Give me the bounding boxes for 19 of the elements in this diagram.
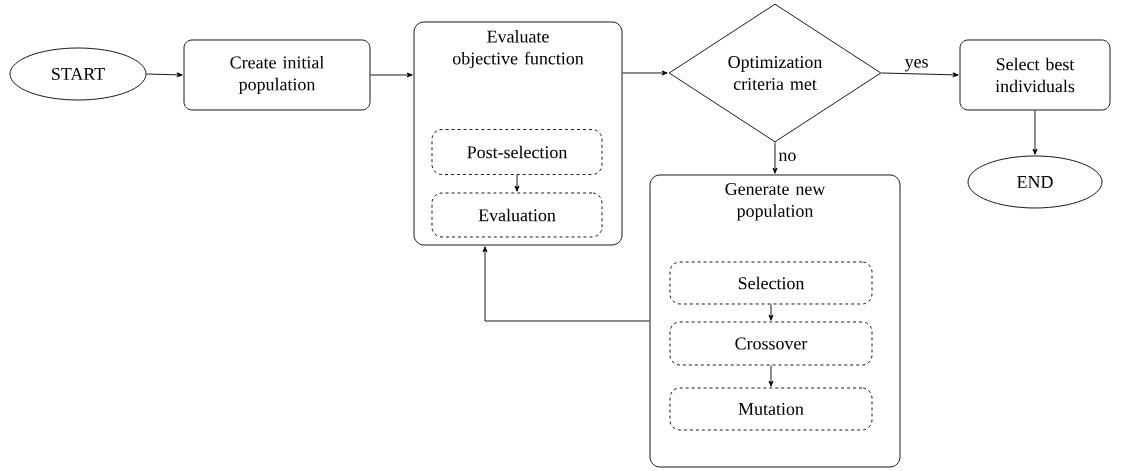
process-box: Select best individuals — [959, 39, 1111, 111]
arrow — [370, 72, 413, 78]
step-box: Mutation — [669, 387, 873, 431]
arrow — [881, 72, 959, 78]
arrow — [768, 365, 774, 387]
arrow — [772, 142, 778, 174]
edge-label: no — [777, 151, 798, 163]
arrow — [514, 174, 520, 192]
step-box: Selection — [669, 261, 873, 305]
arrow — [1032, 110, 1038, 155]
step-box: Evaluation — [431, 192, 603, 238]
arrow — [482, 246, 650, 322]
edge-label: yes — [903, 58, 930, 73]
arrow — [146, 72, 183, 78]
arrow — [622, 70, 668, 76]
step-box: Post-selection — [431, 129, 603, 175]
step-box: Crossover — [669, 321, 873, 366]
arrow — [768, 304, 774, 321]
process-box: Create initial population — [183, 39, 371, 111]
